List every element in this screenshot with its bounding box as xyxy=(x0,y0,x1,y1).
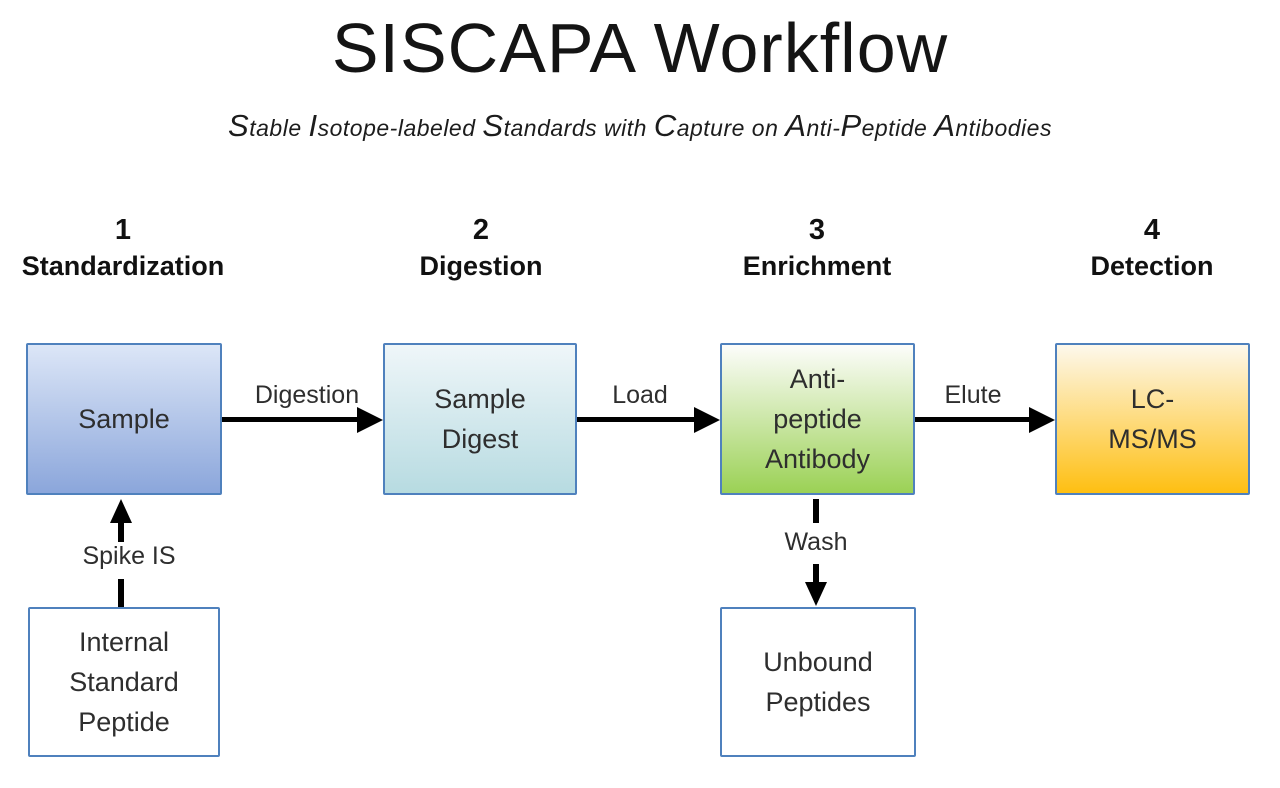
stage-header-standardization: 1 Standardization xyxy=(0,212,283,284)
arrow-shaft xyxy=(118,521,124,542)
sample-box: Sample xyxy=(26,343,222,495)
arrow-shaft xyxy=(813,564,819,582)
internal-standard-peptide-box: Internal Standard Peptide xyxy=(28,607,220,757)
stage-header-enrichment: 3 Enrichment xyxy=(657,212,977,284)
spike-is-arrow-label: Spike IS xyxy=(82,542,176,570)
arrow-shaft xyxy=(118,579,124,607)
stage-label: Detection xyxy=(1090,251,1214,281)
arrow-shaft xyxy=(915,417,1029,422)
arrowhead-up-icon xyxy=(110,499,132,523)
load-arrow-label: Load xyxy=(612,381,668,409)
stage-label: Standardization xyxy=(21,251,225,281)
arrow-shaft xyxy=(577,417,694,422)
arrowhead-down-icon xyxy=(805,582,827,606)
lc-msms-box: LC- MS/MS xyxy=(1055,343,1250,495)
stage-number: 1 xyxy=(114,214,132,246)
diagram-title: SISCAPA Workflow xyxy=(331,9,949,87)
digestion-arrow-label: Digestion xyxy=(254,381,360,409)
stage-header-detection: 4 Detection xyxy=(992,212,1280,284)
arrowhead-right-icon xyxy=(1029,407,1055,433)
diagram-subtitle: Stable Isotope-labeled Standards with Ca… xyxy=(228,108,1052,143)
arrow-shaft xyxy=(222,417,359,422)
stage-header-digestion: 2 Digestion xyxy=(321,212,641,284)
arrowhead-right-icon xyxy=(357,407,383,433)
unbound-peptides-box: Unbound Peptides xyxy=(720,607,916,757)
stage-label: Digestion xyxy=(419,251,543,281)
sample-digest-box: Sample Digest xyxy=(383,343,577,495)
stage-number: 3 xyxy=(808,214,826,246)
arrow-shaft xyxy=(813,499,819,523)
elute-arrow-label: Elute xyxy=(944,381,1002,409)
anti-peptide-antibody-box: Anti- peptide Antibody xyxy=(720,343,915,495)
stage-number: 4 xyxy=(1143,214,1161,246)
arrowhead-right-icon xyxy=(694,407,720,433)
stage-number: 2 xyxy=(472,214,490,246)
stage-label: Enrichment xyxy=(742,251,892,281)
wash-arrow-label: Wash xyxy=(784,528,848,556)
